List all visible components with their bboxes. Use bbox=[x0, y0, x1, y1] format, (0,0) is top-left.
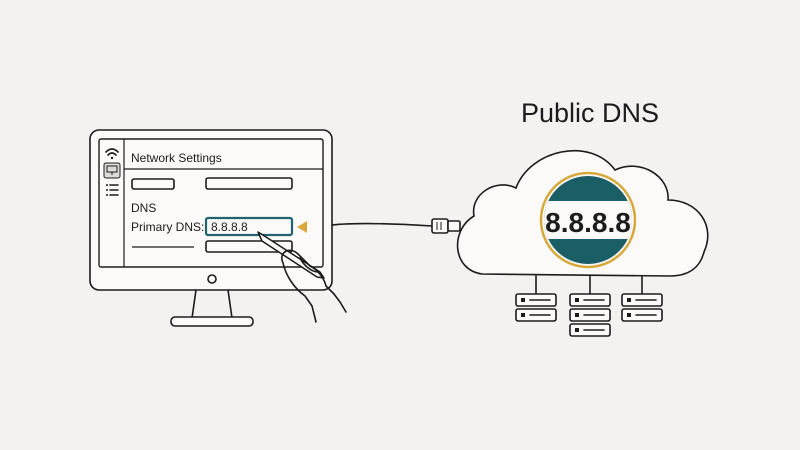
hand-with-pen-icon bbox=[257, 231, 347, 323]
cable-connector bbox=[431, 218, 449, 234]
monitor-power-button bbox=[207, 274, 217, 284]
server-icon bbox=[515, 293, 557, 322]
placeholder-field-long[interactable] bbox=[205, 177, 293, 190]
cable-plug bbox=[447, 220, 461, 232]
primary-dns-value: 8.8.8.8 bbox=[211, 220, 248, 234]
primary-dns-input[interactable] bbox=[204, 216, 294, 237]
monitor-icon[interactable] bbox=[103, 162, 121, 179]
wifi-icon[interactable] bbox=[105, 148, 119, 160]
monitor-stand-base bbox=[170, 316, 254, 327]
primary-dns-label: Primary DNS: bbox=[131, 220, 204, 234]
server-group bbox=[515, 275, 663, 337]
dns-badge: 8.8.8.8 bbox=[539, 171, 637, 269]
badge-dns-address: 8.8.8.8 bbox=[545, 207, 631, 238]
placeholder-field-short[interactable] bbox=[131, 178, 175, 190]
list-icon[interactable] bbox=[106, 184, 119, 196]
window-title: Network Settings bbox=[131, 151, 222, 165]
dns-section-label: DNS bbox=[131, 201, 156, 215]
badge-center-strip bbox=[544, 201, 632, 239]
cloud-title: Public DNS bbox=[521, 98, 659, 128]
monitor-neck bbox=[191, 289, 233, 319]
monitor: Network Settings DNS Primary DNS: 8.8.8.… bbox=[89, 129, 333, 327]
server-icon bbox=[621, 293, 663, 322]
triangle-pointer-icon bbox=[297, 221, 307, 233]
server-icon bbox=[569, 293, 611, 337]
network-cable bbox=[331, 218, 461, 234]
